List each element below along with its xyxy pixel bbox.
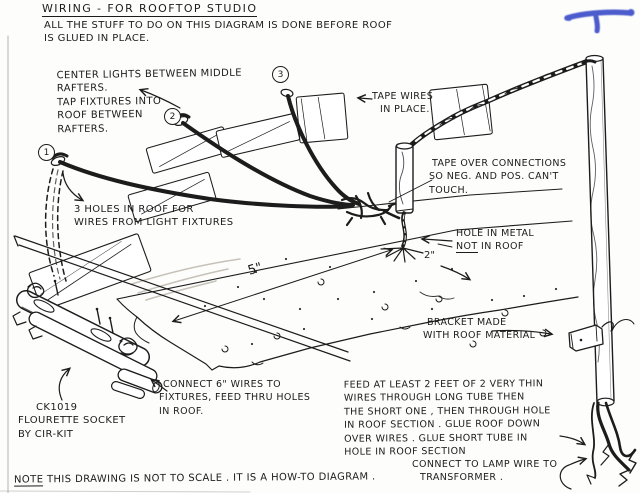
note-part-label: CK1019 FLOURETTE SOCKET BY CIR-KIT <box>18 401 126 441</box>
intro-note: ALL THE STUFF TO DO ON THIS DIAGRAM IS D… <box>44 19 392 46</box>
marker-circle-2: 2 <box>164 108 181 125</box>
underlined-word: NOT <box>456 241 478 254</box>
note-line: WITH ROOF MATERIAL <box>423 330 536 342</box>
note-line: TOUCH. <box>429 184 469 196</box>
page-title: WIRING - FOR ROOFTOP STUDIO <box>42 2 258 17</box>
note-line: BRACKET MADE <box>427 317 507 328</box>
note-line: TAPE OVER CONNECTIONS <box>432 158 567 169</box>
note-line: FIXTURES, FEED THRU HOLES <box>159 392 311 404</box>
blue-pen-mark <box>564 9 635 34</box>
note-center-lights: CENTER LIGHTS BETWEEN MIDDLE RAFTERS. TA… <box>57 67 243 137</box>
note-three-holes: 3 HOLES IN ROOF FOR WIRES FROM LIGHT FIX… <box>74 203 234 230</box>
note-line: HOLE IN ROOF SECTION <box>344 445 467 458</box>
tape-patch <box>28 233 152 311</box>
note-hole-in-metal: HOLE IN METAL NOT IN ROOF <box>456 227 534 254</box>
note-line: CONNECT 6" WIRES TO <box>163 379 281 390</box>
long-tube <box>581 54 615 407</box>
note-line: TAPE WIRES <box>372 91 434 102</box>
dimension-hole-offset: 2" <box>424 250 435 261</box>
marker-circle-3: 3 <box>272 66 289 83</box>
note-line: WIRES FROM LIGHT FIXTURES <box>74 217 234 229</box>
note-line: CONNECT TO LAMP WIRE TO <box>412 459 558 470</box>
annotation-arrows <box>58 87 588 490</box>
note-line: BY CIR-KIT <box>18 428 74 440</box>
note-line: SO NEG. AND POS. CAN'T <box>429 171 559 183</box>
light-fixture <box>12 279 163 399</box>
note-line: TRANSFORMER . <box>420 472 504 484</box>
wire-junction <box>340 191 401 227</box>
marker-number: 3 <box>277 69 284 80</box>
marker-number: 1 <box>43 147 50 158</box>
dashed-fixture-wires <box>44 168 67 282</box>
marker-circle-1: 1 <box>38 144 55 161</box>
note-line-rest: IN ROOF <box>477 241 524 253</box>
note-line: CK1019 <box>36 402 78 413</box>
note-connect-fixtures: CONNECT 6" WIRES TO FIXTURES, FEED THRU … <box>159 378 310 418</box>
note-line: 3 HOLES IN ROOF FOR <box>74 204 194 215</box>
intro-line-1: ALL THE STUFF TO DO ON THIS DIAGRAM IS D… <box>44 20 393 31</box>
note-line: WIRES THROUGH LONG TUBE THEN <box>343 391 525 405</box>
note-line: NOT IN ROOF <box>456 240 534 254</box>
note-bracket: BRACKET MADE WITH ROOF MATERIAL <box>423 316 535 343</box>
note-line: HOLE IN METAL <box>456 228 535 239</box>
note-connect-lamp: CONNECT TO LAMP WIRE TO TRANSFORMER . <box>412 458 557 485</box>
note-line: IN ROOF. <box>159 405 204 417</box>
note-line: FEED AT LEAST 2 FEET OF 2 VERY THIN <box>343 378 544 391</box>
note-feed-instructions: FEED AT LEAST 2 FEET OF 2 VERY THIN WIRE… <box>344 377 551 459</box>
twisted-wire-pair <box>404 58 591 152</box>
note-line: THE SHORT ONE , THEN THROUGH HOLE <box>343 405 551 418</box>
marker-number: 2 <box>169 111 176 122</box>
note-line: OVER WIRES . GLUE SHORT TUBE IN <box>344 432 528 445</box>
note-line: FLOURETTE SOCKET <box>18 415 126 427</box>
note-line: RAFTERS. <box>57 123 109 135</box>
intro-line-2: IS GLUED IN PLACE. <box>44 33 150 45</box>
hole-in-metal-starburst <box>380 247 424 263</box>
underlined-word: NOTE <box>13 474 44 487</box>
lamp-wires <box>586 401 637 487</box>
note-line: IN ROOF SECTION . GLUE ROOF DOWN <box>344 418 541 431</box>
scan-edge-artifact <box>0 35 251 493</box>
roof-bracket <box>568 319 635 352</box>
note-tape-wires: TAPE WIRES IN PLACE. <box>372 90 433 117</box>
note-tape-over-connections: TAPE OVER CONNECTIONS SO NEG. AND POS. C… <box>429 157 567 197</box>
note-line: IN PLACE. <box>380 104 430 116</box>
